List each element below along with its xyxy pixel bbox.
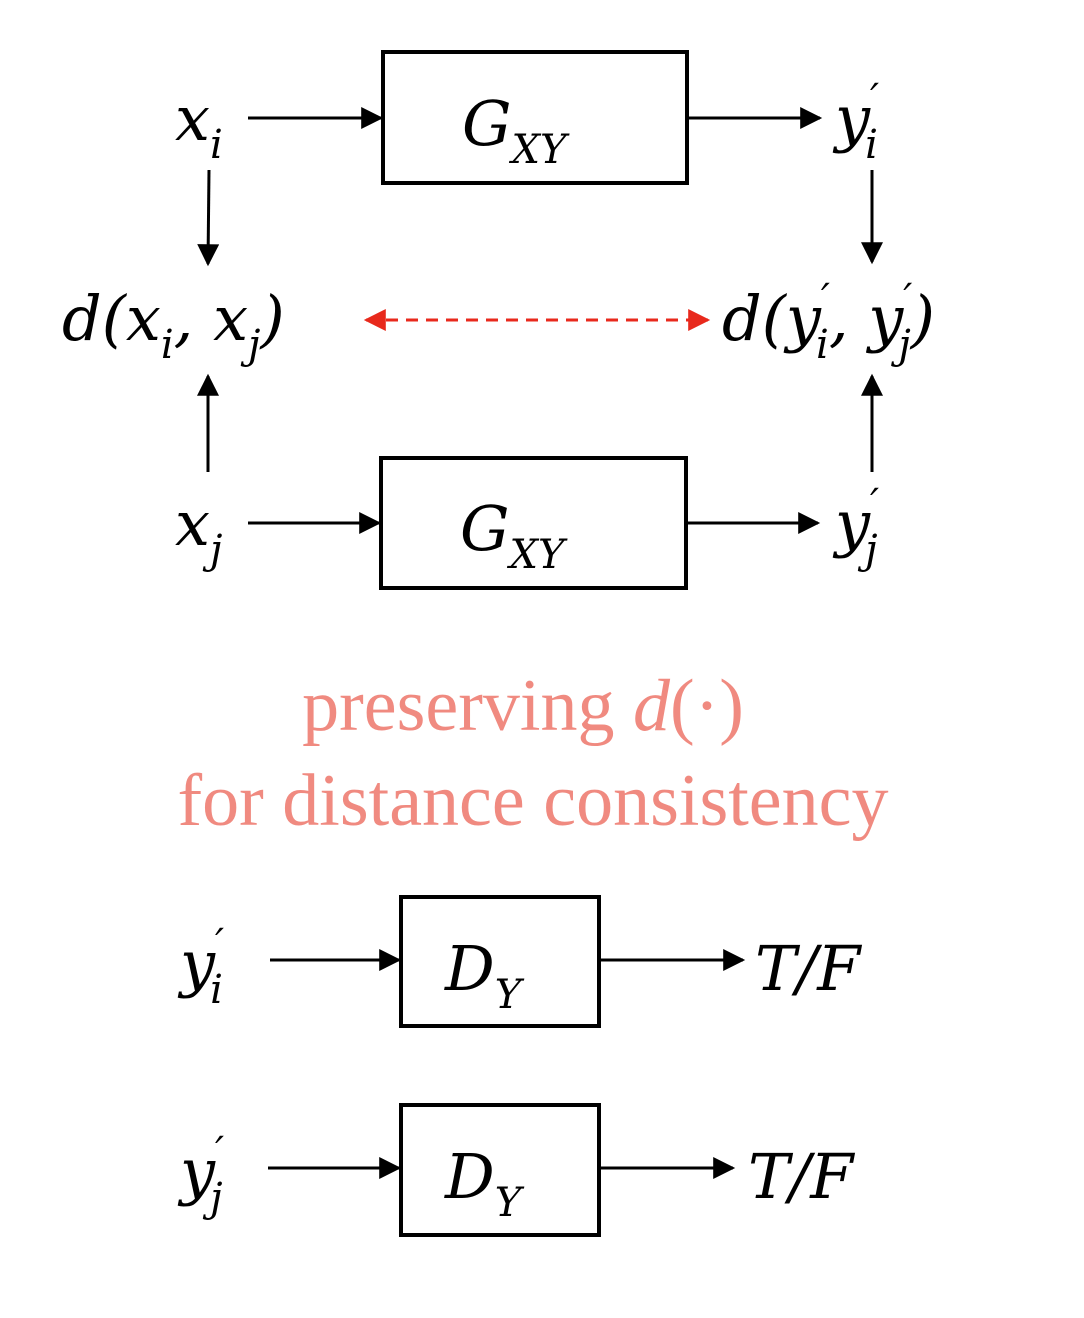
output-yi: y′i (832, 76, 879, 168)
discriminator-label-top: DY (444, 932, 525, 1018)
discriminator-input-yi: y′i (177, 921, 224, 1013)
discriminator-box-bottom (399, 1103, 601, 1237)
output-yj: y′j (832, 481, 879, 573)
discriminator-label-bottom: DY (444, 1140, 525, 1226)
generator-label-bottom: GXY (460, 492, 568, 578)
discriminator-output-top: T/F (755, 932, 862, 1005)
discriminator-input-yj: y′j (177, 1129, 224, 1221)
distance-x: d(xi, xj) (62, 282, 285, 368)
input-xj: xj (175, 487, 222, 573)
arrow-xi-to-distance (197, 169, 220, 267)
discriminator-output-bottom: T/F (748, 1140, 855, 1213)
caption-line-1: preserving d(·) (302, 665, 744, 747)
distance-y: d(y′i, y′j) (722, 276, 935, 368)
input-xi: xi (175, 82, 223, 168)
generator-label-top: GXY (462, 87, 570, 173)
caption-line-2: for distance consistency (178, 760, 889, 842)
